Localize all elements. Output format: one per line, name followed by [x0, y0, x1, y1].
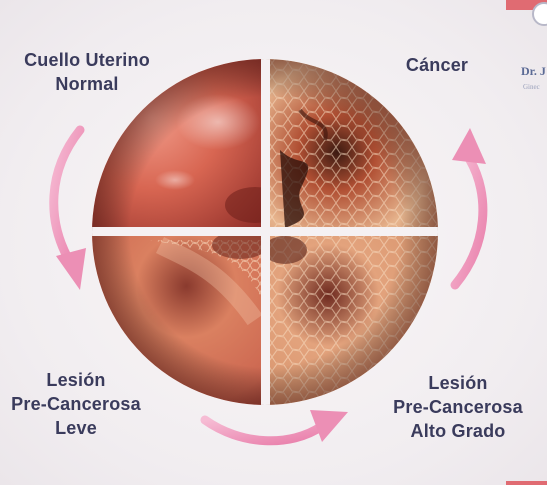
watermark-name: Dr. J — [521, 64, 546, 79]
curved-arrow-icon — [54, 130, 86, 290]
label-cancer-line1: Cáncer — [392, 53, 482, 77]
label-cancer: Cáncer — [392, 53, 482, 77]
label-leve-line2: Pre-Cancerosa — [4, 392, 148, 416]
label-normal-line1: Cuello Uterino — [12, 48, 162, 72]
curved-arrow-icon — [452, 128, 486, 285]
label-alto-line1: Lesión — [383, 371, 533, 395]
label-leve-line1: Lesión — [4, 368, 148, 392]
curved-arrow-icon — [205, 410, 348, 442]
watermark-subtitle: Ginec — [523, 83, 540, 91]
cervix-sphere-icon — [85, 50, 450, 420]
label-leve-line3: Leve — [4, 416, 148, 440]
label-alto-line3: Alto Grado — [383, 419, 533, 443]
label-lesion-alto-grado: Lesión Pre-Cancerosa Alto Grado — [383, 371, 533, 443]
label-normal-cervix: Cuello Uterino Normal — [12, 48, 162, 96]
horizontal-divider — [85, 227, 450, 236]
label-alto-line2: Pre-Cancerosa — [383, 395, 533, 419]
label-lesion-leve: Lesión Pre-Cancerosa Leve — [4, 368, 148, 440]
label-normal-line2: Normal — [12, 72, 162, 96]
